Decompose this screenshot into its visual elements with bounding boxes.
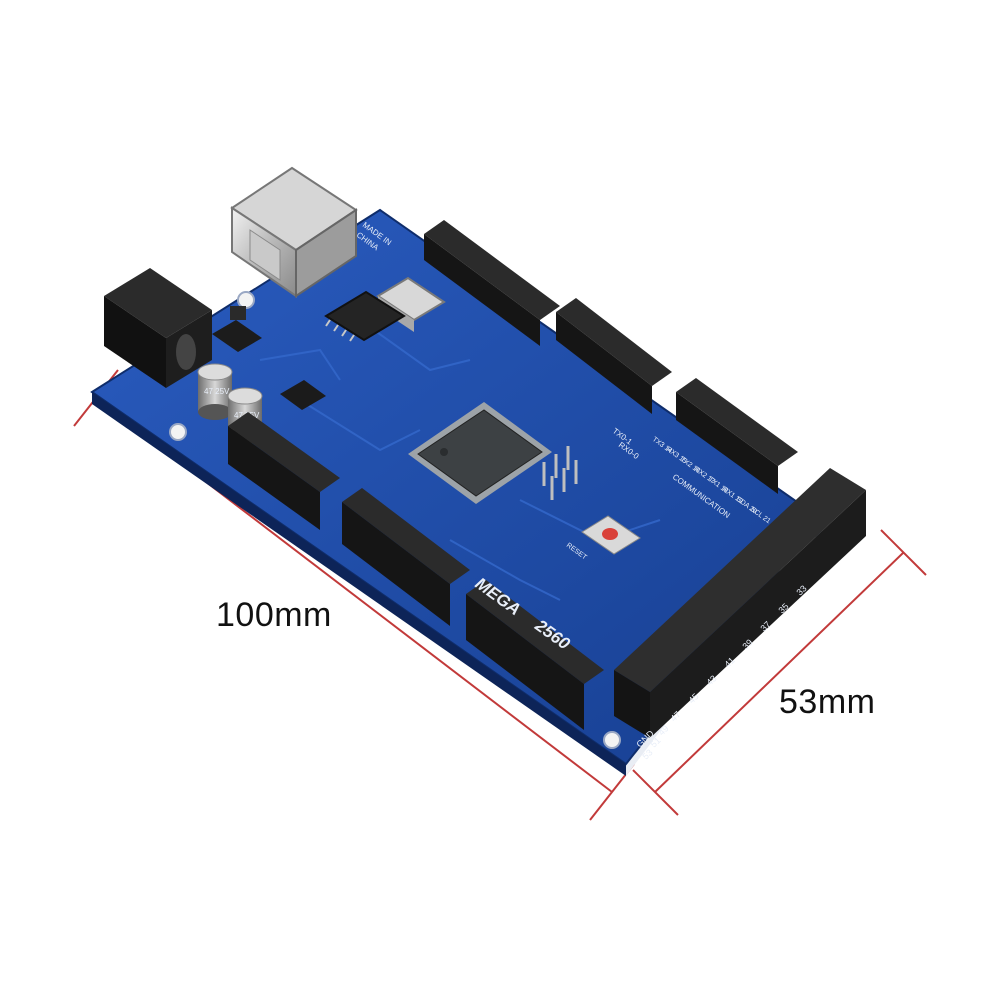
usb-serial-chip — [324, 290, 406, 342]
header-communication — [676, 378, 798, 494]
atmega2560-chip — [408, 402, 552, 504]
capacitor-1-label: 47 25V — [204, 387, 230, 396]
header-top-digital — [424, 220, 560, 346]
pcb-board — [90, 208, 822, 776]
width-dimension-label: 53mm — [779, 683, 876, 721]
voltage-regulator — [212, 306, 262, 352]
header-analog-2 — [466, 580, 604, 730]
width-dimension-line — [632, 529, 927, 816]
header-power — [228, 412, 340, 530]
usb-b-connector — [230, 166, 358, 298]
icsp-header — [542, 446, 578, 500]
dc-power-jack — [104, 268, 212, 388]
header-analog — [342, 488, 470, 626]
capacitor-1: 47 25V — [197, 363, 233, 420]
header-top-digital-2 — [556, 298, 672, 414]
small-ic — [280, 380, 326, 410]
header-double-row — [614, 468, 866, 738]
length-dimension-label: 100mm — [216, 596, 332, 634]
